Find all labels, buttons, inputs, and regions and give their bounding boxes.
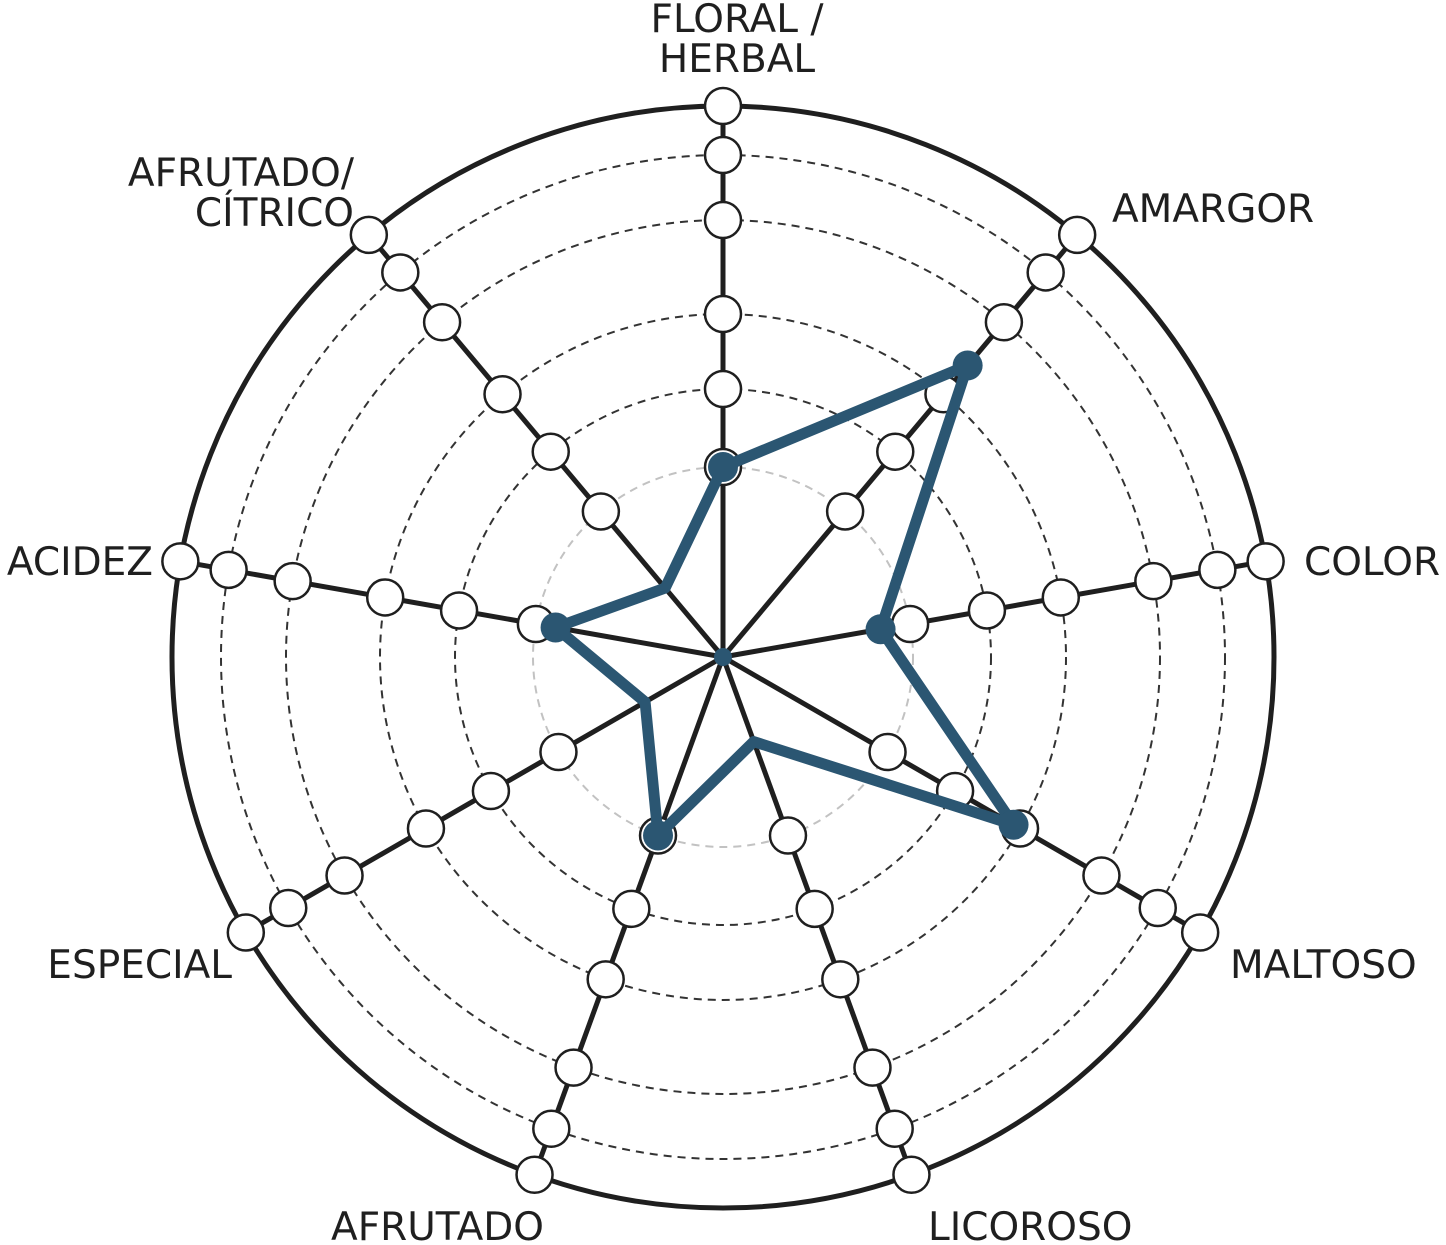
level-marker bbox=[325, 856, 364, 895]
level-marker bbox=[365, 578, 405, 617]
axis-label-line: HERBAL bbox=[659, 37, 816, 82]
axis-label-line: AFRUTADO bbox=[331, 1205, 544, 1245]
level-marker bbox=[890, 604, 930, 644]
level-marker bbox=[876, 432, 915, 471]
axis-label: ACIDEZ bbox=[7, 540, 153, 585]
level-marker bbox=[1138, 888, 1177, 928]
axis-label-line: AFRUTADO/ bbox=[128, 151, 355, 196]
level-marker bbox=[703, 294, 743, 334]
axis-label-line: FLORAL / bbox=[651, 0, 825, 42]
level-marker bbox=[483, 374, 522, 414]
level-marker bbox=[515, 1155, 554, 1195]
axis-label: AFRUTADO/CÍTRICO bbox=[128, 151, 355, 236]
series-line bbox=[550, 359, 1020, 841]
level-marker bbox=[161, 542, 200, 581]
level-marker bbox=[226, 913, 266, 952]
level-marker bbox=[532, 1109, 571, 1148]
level-marker bbox=[1246, 542, 1285, 581]
axis-label-line: CÍTRICO bbox=[195, 189, 354, 236]
level-marker bbox=[381, 253, 420, 292]
grid-ring-1 bbox=[532, 466, 914, 848]
axis-label-line: COLOR bbox=[1304, 540, 1440, 585]
level-marker bbox=[768, 816, 808, 855]
level-marker bbox=[967, 591, 1007, 630]
level-marker bbox=[471, 771, 511, 811]
data-point bbox=[952, 350, 983, 381]
axis-label-line: LICOROSO bbox=[928, 1205, 1132, 1245]
axis-label-line: AMARGOR bbox=[1112, 187, 1314, 232]
level-marker bbox=[209, 550, 248, 590]
axis-label-line: ESPECIAL bbox=[47, 943, 232, 988]
data-point bbox=[998, 809, 1029, 840]
level-marker bbox=[612, 889, 651, 929]
level-marker bbox=[349, 215, 389, 255]
axis-label: AMARGOR bbox=[1112, 187, 1314, 232]
axis-label: MALTOSO bbox=[1230, 943, 1417, 988]
level-marker bbox=[1041, 578, 1081, 617]
grid-ring-5 bbox=[220, 154, 1226, 1160]
level-marker bbox=[821, 960, 860, 999]
level-marker bbox=[581, 492, 621, 531]
level-marker bbox=[703, 200, 743, 240]
data-point bbox=[540, 612, 571, 643]
level-marker bbox=[531, 432, 570, 471]
level-marker bbox=[984, 302, 1024, 342]
axis-label: FLORAL /HERBAL bbox=[651, 0, 825, 82]
level-marker bbox=[703, 86, 743, 126]
level-marker bbox=[422, 302, 462, 342]
level-marker bbox=[1026, 253, 1065, 292]
data-point bbox=[708, 452, 738, 482]
axis-label-line: MALTOSO bbox=[1230, 943, 1417, 988]
level-marker bbox=[1198, 550, 1237, 590]
level-marker bbox=[1082, 856, 1121, 895]
axis-label: COLOR bbox=[1304, 540, 1440, 585]
data-point bbox=[643, 820, 674, 851]
level-marker bbox=[853, 1048, 892, 1087]
level-marker bbox=[554, 1048, 593, 1087]
level-marker bbox=[406, 809, 446, 848]
level-marker bbox=[875, 1109, 914, 1148]
level-marker bbox=[539, 732, 578, 772]
level-marker bbox=[825, 492, 865, 531]
level-marker bbox=[892, 1155, 931, 1195]
level-marker bbox=[586, 960, 625, 999]
level-marker bbox=[703, 135, 743, 175]
level-marker bbox=[1057, 215, 1097, 255]
level-marker bbox=[269, 888, 308, 928]
level-marker bbox=[273, 561, 312, 601]
level-marker bbox=[1180, 913, 1220, 952]
axis-label: LICOROSO bbox=[928, 1205, 1132, 1245]
center-point bbox=[714, 648, 732, 666]
level-marker bbox=[703, 369, 743, 409]
level-marker bbox=[439, 591, 479, 630]
data-point bbox=[865, 614, 896, 645]
axis-label-line: ACIDEZ bbox=[7, 540, 153, 585]
level-marker bbox=[1134, 561, 1173, 601]
axis-label: ESPECIAL bbox=[47, 943, 232, 988]
level-marker bbox=[795, 889, 834, 929]
level-marker bbox=[868, 732, 907, 772]
axis-label: AFRUTADO bbox=[331, 1205, 544, 1245]
